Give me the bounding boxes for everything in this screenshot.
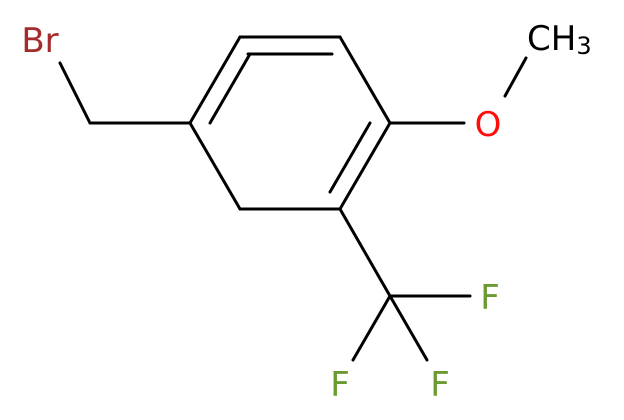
atom-f3-label: F: [430, 365, 450, 405]
bonds: [58, 35, 528, 362]
bond-c-f2: [351, 294, 392, 362]
bond-ring-4: [338, 121, 392, 211]
methyl-symbol: CH: [527, 19, 576, 59]
bond-ring-3: [338, 35, 392, 125]
bond-ring-cf3: [338, 207, 392, 298]
bond-o-methyl: [503, 56, 528, 98]
bond-ring-1: [188, 35, 242, 125]
atom-methyl-label: CH3: [527, 19, 592, 60]
methyl-subscript: 3: [576, 32, 591, 60]
atom-f2-label: F: [330, 365, 350, 405]
bond-br-ch2: [58, 61, 92, 125]
bond-c-f3: [388, 294, 429, 362]
atom-f1-label: F: [480, 278, 500, 318]
atom-o-label: O: [475, 105, 502, 145]
bond-ring-inner-1: [208, 52, 252, 125]
bond-ring-inner-4: [328, 121, 372, 194]
atom-br-label: Br: [21, 21, 58, 61]
bond-ring-6: [188, 121, 242, 211]
atom-labels: Br O CH3 F F F: [21, 19, 591, 405]
